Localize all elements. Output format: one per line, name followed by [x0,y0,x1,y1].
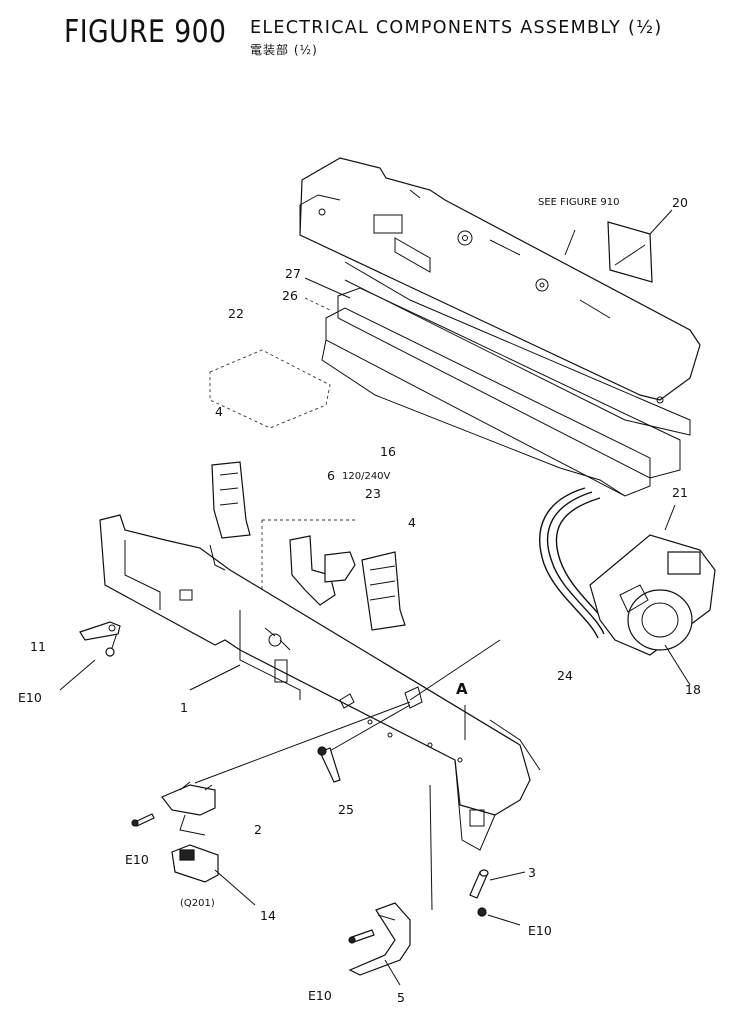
small-boards-16-23 [211,461,406,631]
main-pcb-assembly [299,157,701,436]
callout-e10-left: E10 [18,690,42,705]
motor-and-cable-assembly [539,487,716,686]
voltage-label: 120/240V [342,471,391,482]
callout-4-upper: 4 [215,404,223,419]
callout-11: 11 [30,639,46,654]
callout-22: 22 [228,306,244,321]
callout-e10-bottom: E10 [308,988,332,1003]
callout-25: 25 [338,802,354,817]
callout-2: 2 [254,822,262,837]
callout-16: 16 [380,444,396,459]
part-3-spacer [469,869,526,926]
callout-q201: (Q201) [180,898,215,909]
part-2-connector [131,781,216,836]
callout-27: 27 [285,266,301,281]
part-20-card [607,209,673,283]
callout-e10-mid: E10 [125,852,149,867]
figure-subtitle-japanese: 電装部 (½) [250,43,318,57]
leader-lines [59,229,576,911]
callout-e10-right: E10 [528,923,552,938]
callout-20: 20 [672,195,688,210]
callout-21: 21 [672,485,688,500]
figure-title: ELECTRICAL COMPONENTS ASSEMBLY (½) [250,18,663,38]
callout-4-lower: 4 [408,515,416,530]
main-chassis-frame [99,514,541,851]
part-22-sheet [209,349,331,429]
callout-24: 24 [557,668,573,683]
part-5-bracket [348,902,411,986]
callout-6: 6 [327,468,335,483]
callout-1: 1 [180,700,188,715]
insulator-sheets-26-27 [304,277,681,497]
part-14-transistor [171,844,256,906]
part-11-bracket [79,621,121,657]
callout-18: 18 [685,682,701,697]
callout-3: 3 [528,865,536,880]
callout-14: 14 [260,908,276,923]
part-25-screw [317,746,341,783]
figure-number: FIGURE 900 [64,14,227,50]
callout-26: 26 [282,288,298,303]
see-figure-910-label: SEE FIGURE 910 [538,197,619,208]
callout-23: 23 [365,486,381,501]
callout-5: 5 [397,990,405,1005]
callout-A: A [456,680,468,698]
